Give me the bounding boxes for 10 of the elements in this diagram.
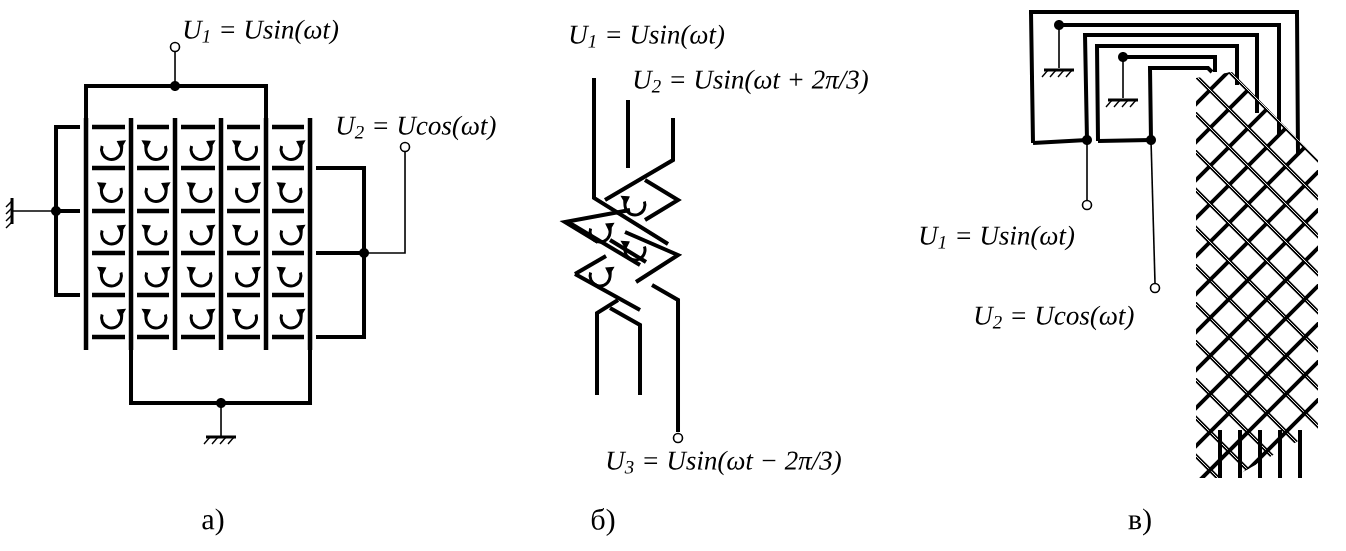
voltage-formula: U$_{1}$ = Usin(ωt) (570, 24, 725, 50)
voltage-formula: U$_{2}$ = Ucos(ωt) (337, 115, 496, 141)
voltage-formula: U$_{2}$ = Usin(ωt + 2π/3) (634, 69, 868, 95)
voltage-formula: U$_{3}$ = Usin(ωt − 2π/3) (607, 450, 841, 476)
voltage-formula: U$_{2}$ = Ucos(ωt) (975, 305, 1134, 331)
panel-caption: в) (1128, 508, 1151, 536)
voltage-formula: U$_{1}$ = Usin(ωt) (920, 225, 1075, 251)
panel-caption: а) (202, 508, 224, 536)
panel-caption: б) (591, 508, 615, 536)
voltage-formula: U$_{1}$ = Usin(ωt) (184, 19, 339, 45)
